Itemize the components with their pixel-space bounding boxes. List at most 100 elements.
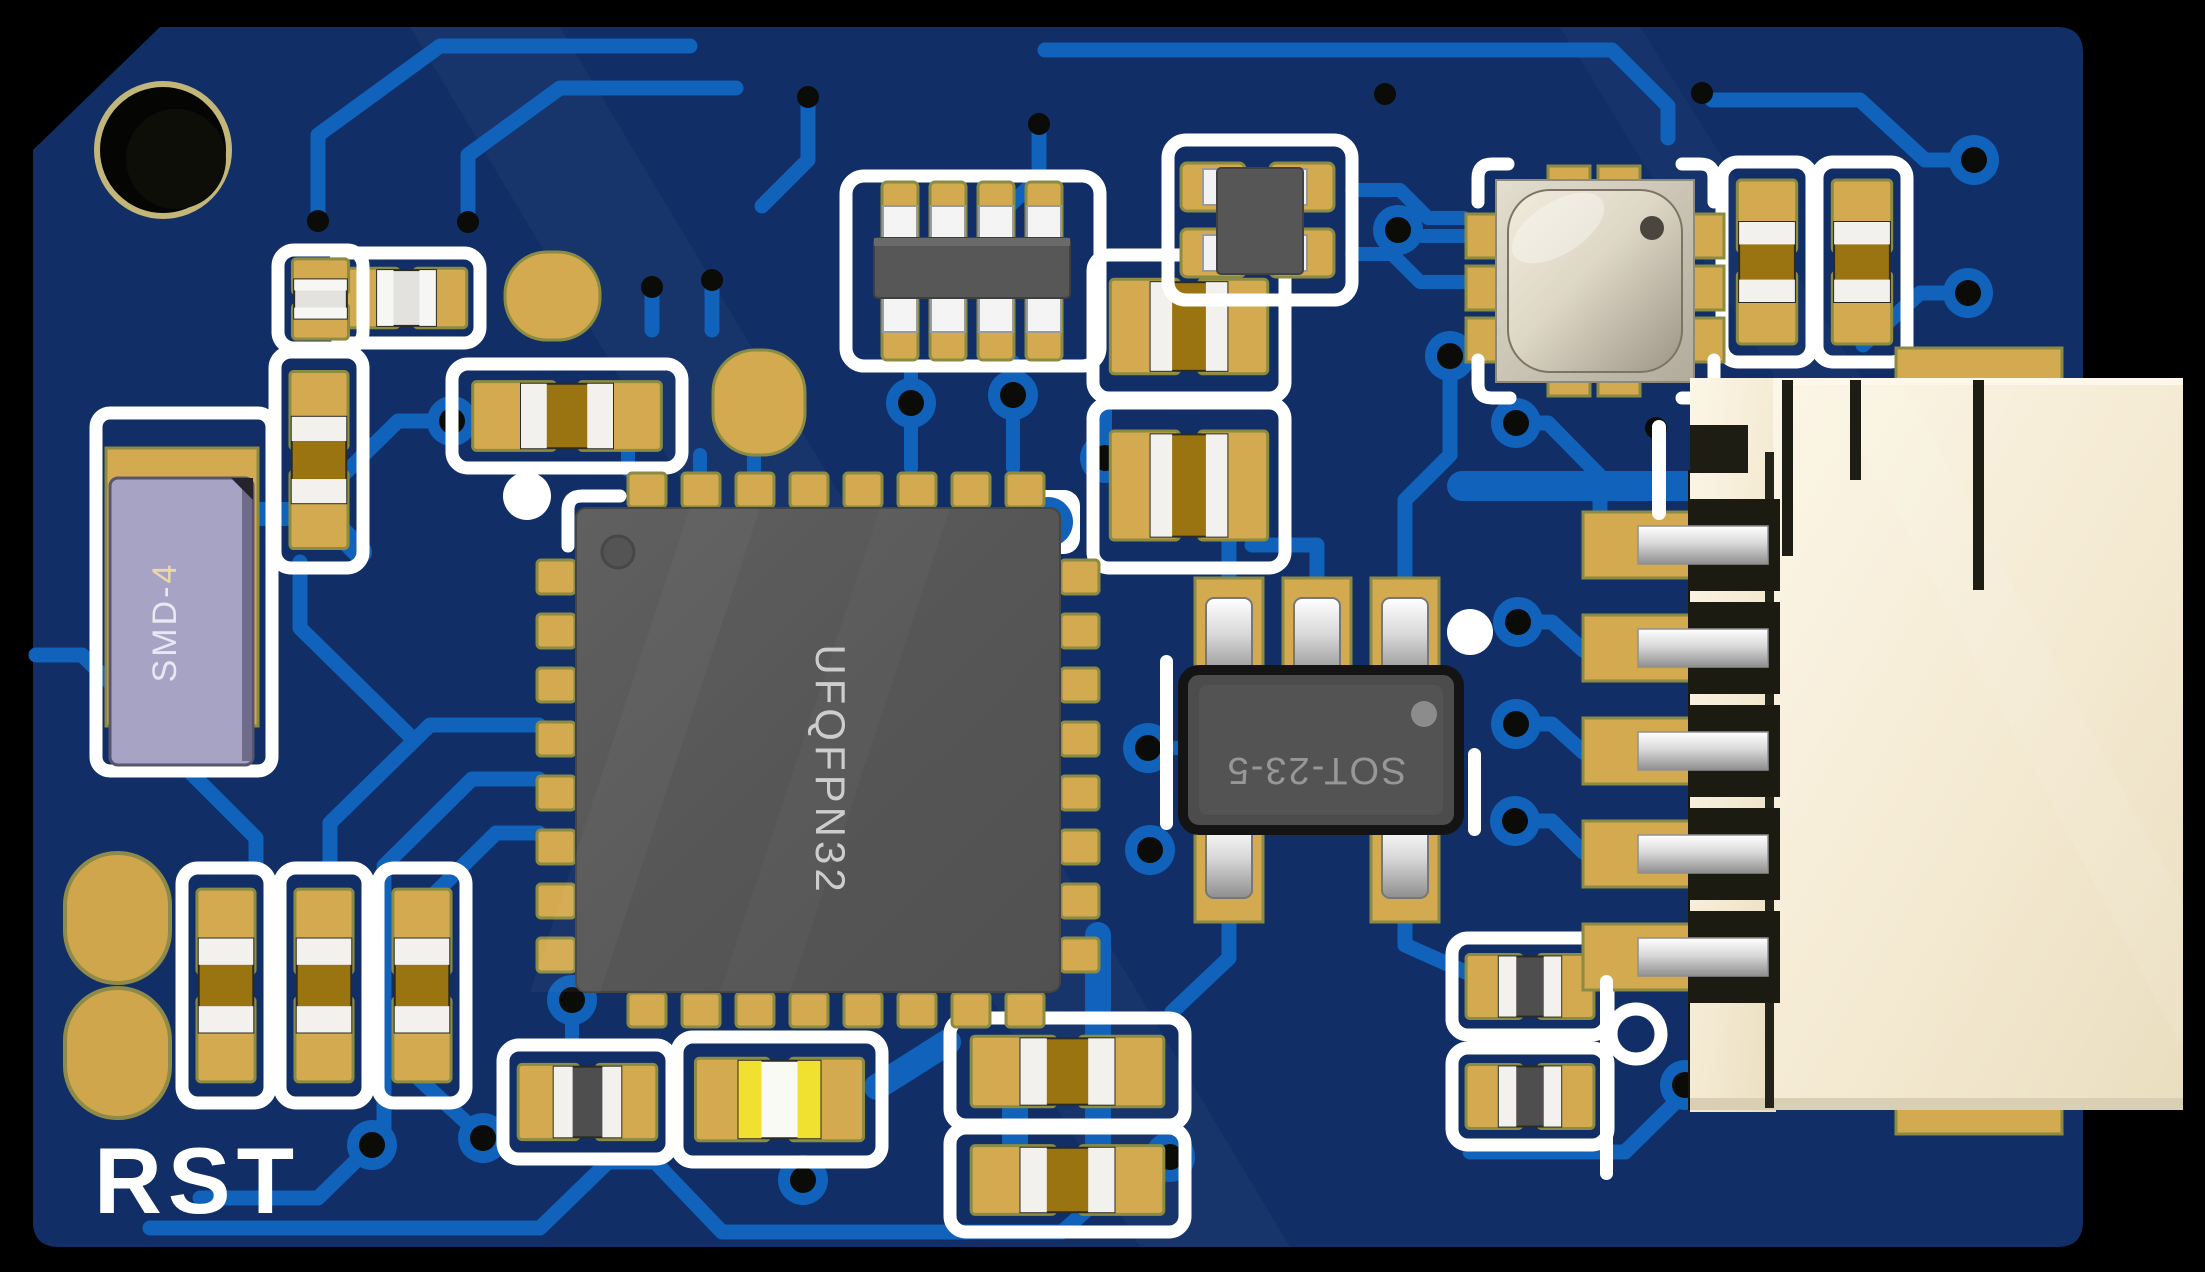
terminal (602, 1066, 622, 1138)
terminal (291, 479, 347, 504)
terminal (1739, 222, 1795, 245)
soic8-body-highlight (874, 238, 1070, 246)
silkscreen-dot (503, 472, 551, 520)
silkscreen-mark (1600, 975, 1613, 1180)
drill-hole (457, 211, 479, 233)
mounting-hole-bore (126, 109, 226, 209)
led-yellow (670, 1030, 889, 1169)
connector-pin (1637, 937, 1769, 977)
soic8-lead (978, 205, 1014, 243)
sot-body-face (1199, 685, 1443, 815)
ffc-connector (1581, 346, 2183, 1136)
smd4-label-prefix: SMD- (146, 584, 184, 683)
smd4-body-shadow (242, 482, 252, 761)
gold-pad (63, 986, 172, 1120)
terminal (1543, 1066, 1562, 1127)
terminal (1150, 434, 1173, 537)
via-hole (1502, 808, 1528, 834)
gold-pad (734, 471, 776, 509)
soic8-lead (1026, 295, 1062, 333)
terminal (1020, 1147, 1047, 1213)
soic8-lead (882, 295, 918, 333)
mcu-body (575, 507, 1061, 993)
gold-pad (842, 471, 884, 509)
gold-pad (896, 991, 938, 1029)
chip-capacitor (273, 861, 375, 1110)
terminal (198, 1006, 254, 1033)
gold-pad (535, 774, 577, 812)
terminal (419, 270, 436, 326)
gold-pad (896, 471, 938, 509)
gold-pad (842, 991, 884, 1029)
silkscreen-corner (1675, 157, 1721, 209)
terminal (394, 1006, 450, 1033)
soic8-lead (1026, 205, 1062, 243)
copper-trace (322, 717, 547, 874)
silkscreen-outline (1086, 396, 1292, 575)
via-hole (1961, 147, 1987, 173)
gold-pad (1059, 720, 1101, 758)
smd4-corner-notch (231, 478, 253, 500)
gold-pad (788, 991, 830, 1029)
soic8-lead (978, 295, 1014, 333)
gold-pad (63, 851, 172, 985)
dfn4-ic (1161, 133, 1359, 307)
copper-trace (1345, 183, 1471, 225)
chip-capacitor (1810, 155, 1914, 369)
silkscreen-mark (1468, 748, 1481, 836)
copper-trace (1397, 352, 1458, 586)
terminal (1498, 956, 1517, 1017)
via-hole (1437, 343, 1463, 369)
connector-key-notch (1690, 425, 1748, 473)
via-hole (1503, 410, 1529, 436)
via-hole (790, 1167, 816, 1193)
via-hole (359, 1132, 385, 1158)
terminal (377, 270, 394, 326)
silkscreen-outline (445, 357, 689, 475)
gold-pad (788, 471, 830, 509)
chip-capacitor (371, 861, 473, 1110)
chip-capacitor (271, 243, 370, 355)
terminal (1205, 434, 1228, 537)
chip-resistor (496, 1038, 679, 1166)
sensor-highlight (1511, 192, 1605, 264)
chip-capacitor (943, 1121, 1192, 1239)
silkscreen-corner (1471, 157, 1515, 209)
chip-capacitor (1715, 155, 1819, 369)
via-hole (1505, 609, 1531, 635)
copper-trace (1345, 247, 1471, 289)
soic8-lead (882, 205, 918, 243)
terminal (294, 279, 347, 291)
silkscreen-outline (175, 861, 277, 1110)
copper-trace (460, 80, 744, 230)
copper-trace (1244, 537, 1325, 586)
drill-hole (307, 210, 329, 232)
connector-leads (1637, 499, 1780, 1003)
smd4-diode: SMD-4 (89, 406, 279, 778)
gold-pad (535, 666, 577, 704)
gold-pad (1059, 882, 1101, 920)
gold-pad (1059, 936, 1101, 974)
gold-pad-d2 (711, 348, 807, 457)
chip-capacitor (1086, 396, 1292, 575)
terminal (553, 1066, 573, 1138)
via-hole (559, 987, 585, 1013)
copper-trace (310, 38, 698, 229)
terminal (797, 1060, 821, 1139)
silkscreen-outline (943, 1121, 1192, 1239)
silkscreen-mark (561, 489, 627, 553)
sot-pin1-dot (1411, 701, 1437, 727)
connector-sheen (1825, 378, 2183, 1050)
connector-slot (1973, 380, 1984, 590)
drill-hole (701, 269, 723, 291)
silkscreen-outline (1810, 155, 1914, 369)
gold-pad (535, 720, 577, 758)
copper-trace (864, 1029, 961, 1100)
connector-bottom-edge (1690, 1098, 2183, 1110)
via-hole (1000, 382, 1026, 408)
copper-trace (292, 554, 420, 746)
sensor-dome (1507, 189, 1683, 373)
sensor-port (1640, 216, 1664, 240)
silkscreen-extras (503, 420, 1668, 1180)
